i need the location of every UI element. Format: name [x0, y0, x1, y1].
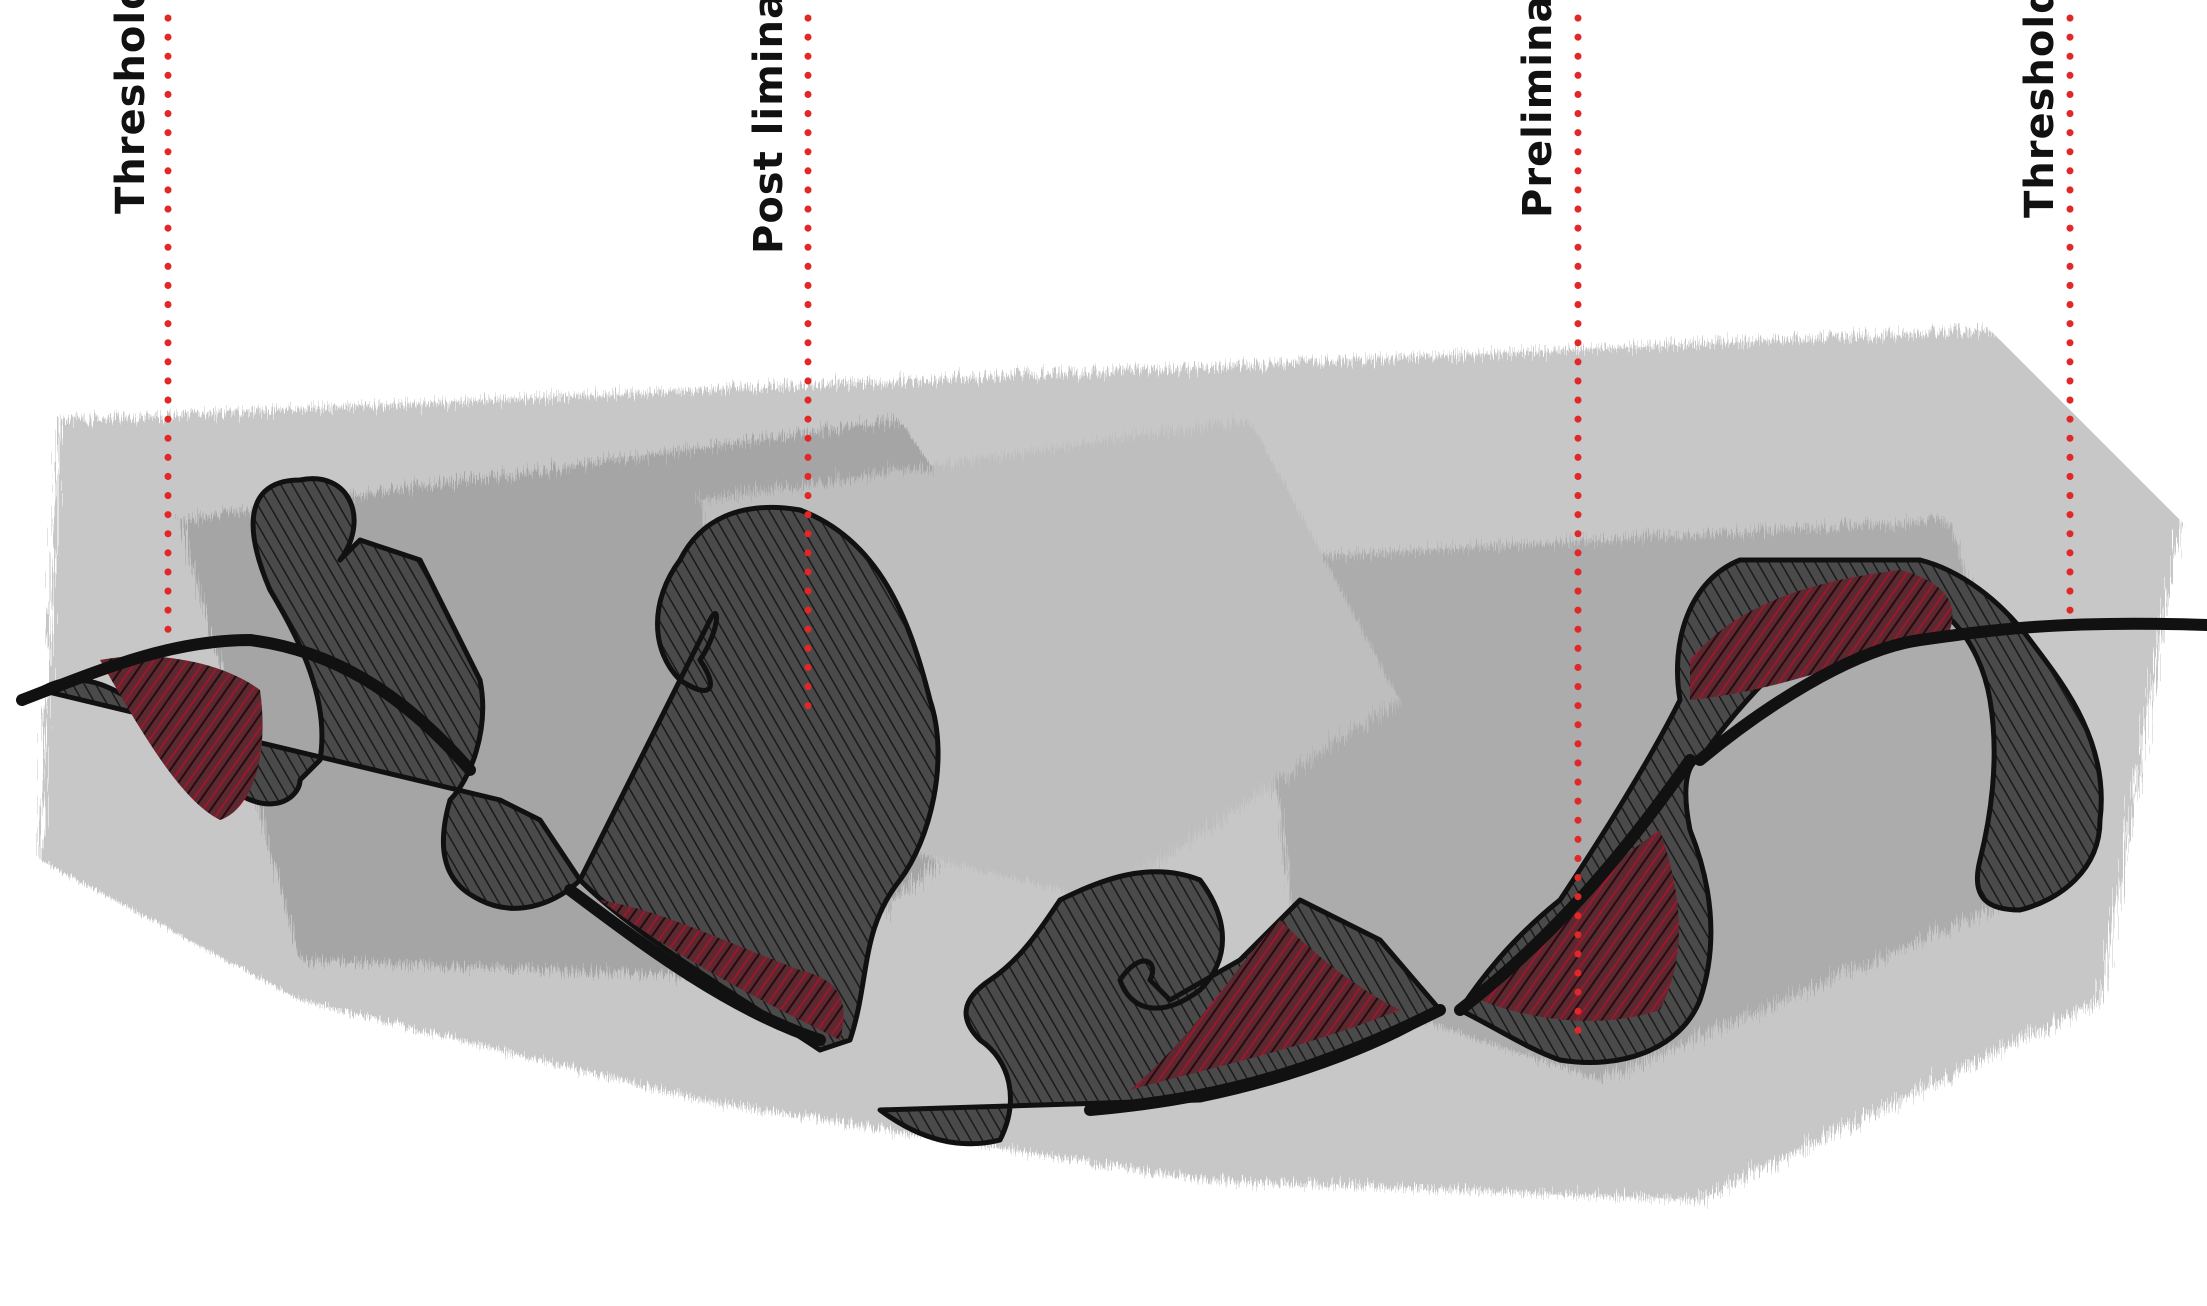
marker-label-threshold-left: Threshold: [108, 0, 154, 214]
marker-label-threshold-right: Threshold: [2017, 0, 2063, 218]
marker-label-post-liminal: Post liminal: [746, 0, 792, 254]
marker-label-preliminal: Preliminal: [1515, 0, 1561, 218]
